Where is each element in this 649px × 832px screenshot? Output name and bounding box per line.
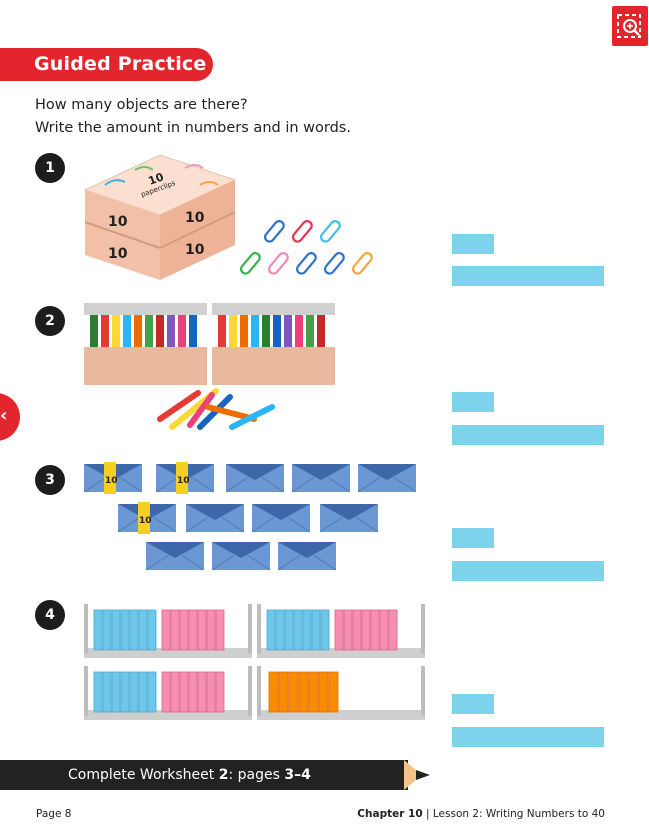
envelope — [277, 542, 337, 571]
previous-page-button[interactable]: ‹ — [0, 393, 20, 441]
answer-number-box-2[interactable] — [452, 392, 494, 412]
instruction-line-2: Write the amount in numbers and in words… — [35, 120, 351, 136]
answer-words-box-3[interactable] — [452, 561, 604, 581]
answer-words-box-1[interactable] — [452, 266, 604, 286]
bookshelf — [84, 604, 252, 658]
envelope — [357, 464, 417, 493]
box-top-label: 10 — [147, 170, 166, 188]
bookshelf — [257, 666, 425, 720]
worksheet-bar: Complete Worksheet 2: pages 3–4 — [0, 760, 408, 790]
envelope — [291, 464, 351, 493]
pencil-tip-icon — [404, 760, 430, 790]
envelope — [225, 464, 285, 493]
worksheet-prefix: Complete Worksheet — [68, 767, 219, 783]
bookshelf — [257, 604, 425, 658]
answer-number-box-1[interactable] — [452, 234, 494, 254]
answer-number-box-4[interactable] — [452, 694, 494, 714]
envelope — [211, 542, 271, 571]
paperclip-boxes: 10 10 10 10 10 paperclips — [83, 154, 237, 280]
pencil-boxes — [84, 303, 335, 385]
zoom-in-icon — [617, 14, 641, 38]
instruction-line-1: How many objects are there? — [35, 97, 248, 113]
envelope — [185, 504, 245, 533]
envelope — [251, 504, 311, 533]
svg-text:10: 10 — [139, 516, 152, 526]
worksheet-pages: 3–4 — [284, 767, 311, 783]
envelope — [319, 504, 379, 533]
box-label: 10 — [108, 214, 128, 230]
envelope: 10 — [84, 462, 143, 494]
lesson-label: | Lesson 2: Writing Numbers to 40 — [426, 808, 605, 820]
book-shelves — [84, 604, 425, 720]
loose-pencils — [157, 388, 275, 430]
worksheet-number: 2 — [218, 767, 229, 783]
box-label: 10 — [185, 242, 205, 258]
chapter-label: Chapter 10 — [357, 808, 423, 820]
chevron-left-icon: ‹ — [0, 405, 8, 426]
bookshelf — [84, 666, 252, 720]
answer-number-box-3[interactable] — [452, 528, 494, 548]
chapter-lesson: Chapter 10 | Lesson 2: Writing Numbers t… — [357, 808, 605, 820]
zoom-button[interactable] — [612, 6, 648, 46]
box-label: 10 — [185, 210, 205, 226]
loose-paperclips — [240, 219, 373, 275]
envelopes: 10 10 10 — [84, 462, 417, 571]
worksheet-mid: : pages — [228, 767, 285, 783]
answer-words-box-2[interactable] — [452, 425, 604, 445]
envelope: 10 — [155, 462, 215, 494]
envelope: 10 — [117, 502, 177, 534]
svg-text:10: 10 — [105, 476, 118, 486]
question-number-3: 3 — [35, 465, 65, 495]
box-label: 10 — [108, 246, 128, 262]
answer-words-box-4[interactable] — [452, 727, 604, 747]
section-banner: Guided Practice — [0, 48, 213, 81]
svg-text:10: 10 — [177, 476, 190, 486]
page-number: Page 8 — [36, 808, 72, 820]
question-number-4: 4 — [35, 600, 65, 630]
question-number-1: 1 — [35, 153, 65, 183]
question-number-2: 2 — [35, 306, 65, 336]
envelope — [145, 542, 205, 571]
